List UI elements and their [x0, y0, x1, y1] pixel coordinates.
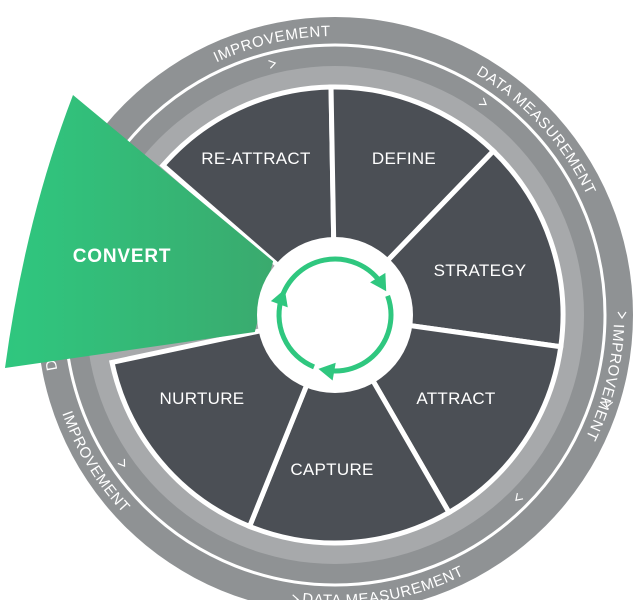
chevron-icon: [117, 458, 126, 467]
chevron-icon: [515, 493, 524, 501]
segment-label-nurture: NURTURE: [160, 389, 245, 408]
segment-label-attract: ATTRACT: [416, 389, 495, 408]
segment-label-re-attract: RE-ATTRACT: [201, 149, 310, 168]
segment-capture[interactable]: [246, 309, 453, 546]
cycle-arrowhead-icon: [370, 272, 387, 292]
segment-label-strategy: STRATEGY: [434, 261, 527, 280]
cycle-arc: [276, 294, 316, 370]
segment-label-convert: CONVERT: [73, 246, 172, 267]
chevron-icon: [604, 399, 614, 408]
cycle-arrowhead-icon: [270, 289, 288, 308]
segment-label-define: DEFINE: [372, 149, 436, 168]
chevron-icon: [268, 59, 277, 69]
cycle-arc: [324, 294, 394, 374]
chevron-icon: [478, 97, 487, 106]
segment-convert[interactable]: [5, 95, 274, 368]
circular-cycle-arrows-icon: [270, 256, 394, 381]
chevron-icon: [617, 311, 627, 320]
segment-label-capture: CAPTURE: [290, 460, 373, 479]
cycle-arc: [277, 256, 385, 306]
cycle-arrowhead-icon: [318, 362, 336, 381]
